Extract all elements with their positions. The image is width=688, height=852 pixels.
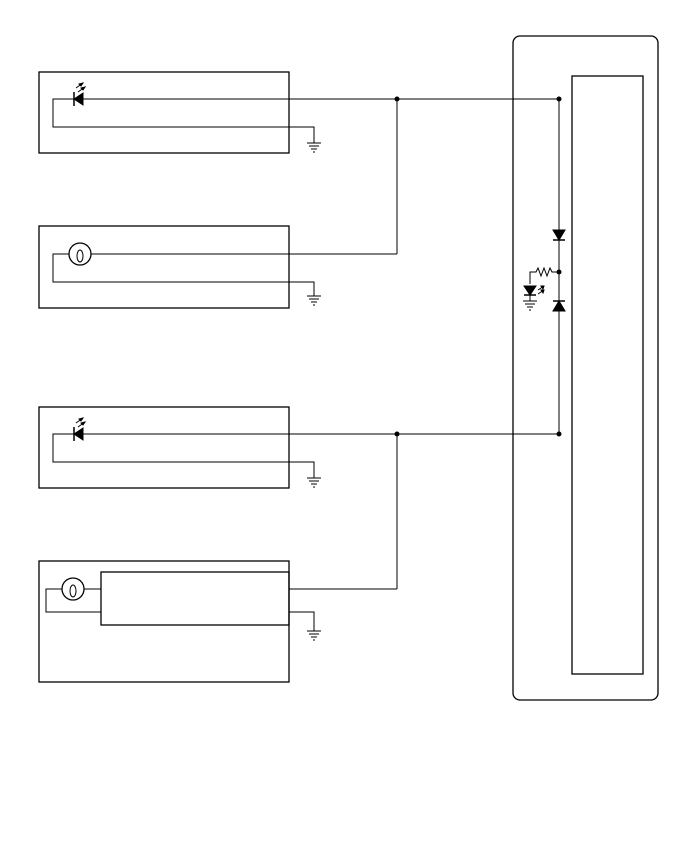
ground-icon [307, 142, 321, 153]
bulb-icon [61, 577, 85, 601]
resistor-icon [529, 266, 559, 284]
diode-icon [552, 300, 566, 312]
ground-wire-2 [52, 253, 315, 296]
led-indicator-1-box [38, 71, 290, 154]
ground-icon [307, 630, 321, 641]
bulb-icon [68, 242, 92, 266]
led-indicator-2-box [38, 406, 290, 489]
ground-icon [307, 295, 321, 306]
led-icon [73, 82, 87, 106]
led-icon [73, 417, 87, 441]
control-module-connector [571, 75, 644, 675]
ground-wire-3 [52, 433, 315, 478]
bulb-indicator-2-subbox [100, 571, 290, 626]
diode-icon [552, 229, 566, 241]
bulb-return-wire [45, 588, 101, 613]
ground-icon [307, 477, 321, 488]
ground-wire-1 [52, 98, 315, 143]
ground-wire-4 [289, 611, 315, 631]
control-module-housing [512, 35, 659, 701]
bulb-indicator-1-box [38, 225, 290, 309]
led-icon [523, 285, 545, 296]
ground-icon [523, 295, 537, 311]
